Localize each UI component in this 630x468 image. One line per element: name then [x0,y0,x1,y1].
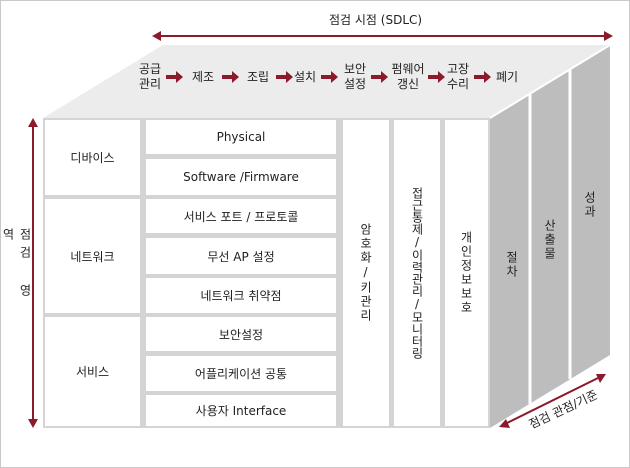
area-service: 서비스 [45,317,140,426]
item-wireless-ap: 무선 AP 설정 [146,238,336,274]
lifecycle-disposal: 폐기 [495,70,519,84]
area-axis-label: 점검 영역 [1,228,32,302]
side-results: 성과 [582,191,597,219]
side-deliverables: 산출물 [542,219,557,261]
sdlc-axis-label: 점검 시점 (SDLC) [329,13,423,27]
item-software-firmware: Software /Firmware [146,159,336,195]
item-physical: Physical [146,120,336,154]
lifecycle-arrows [166,71,491,83]
lifecycle-manufacture: 제조 [191,70,215,84]
lifecycle-install: 설치 [293,70,317,84]
item-application-common: 어플리케이션 공통 [146,356,336,391]
cube-side-face [490,45,610,428]
item-network-vulnerability: 네트워크 취약점 [146,278,336,313]
cube-top-face [43,45,610,118]
area-device: 디바이스 [45,120,140,195]
column-access-control-monitoring: 접근통제/이력관리/모니터링 [394,120,440,426]
perspective-arrow [504,376,601,425]
item-user-interface: 사용자 Interface [146,395,336,426]
item-service-port-protocol: 서비스 포트 / 프로토콜 [146,199,336,233]
lifecycle-assembly: 조립 [246,70,270,84]
side-procedure: 절차 [504,251,519,279]
column-privacy-protection: 개인정보보호 [445,120,488,426]
column-crypto-key-management: 암호화/키관리 [343,120,389,426]
area-network: 네트워크 [45,199,140,313]
item-security-settings: 보안설정 [146,317,336,351]
